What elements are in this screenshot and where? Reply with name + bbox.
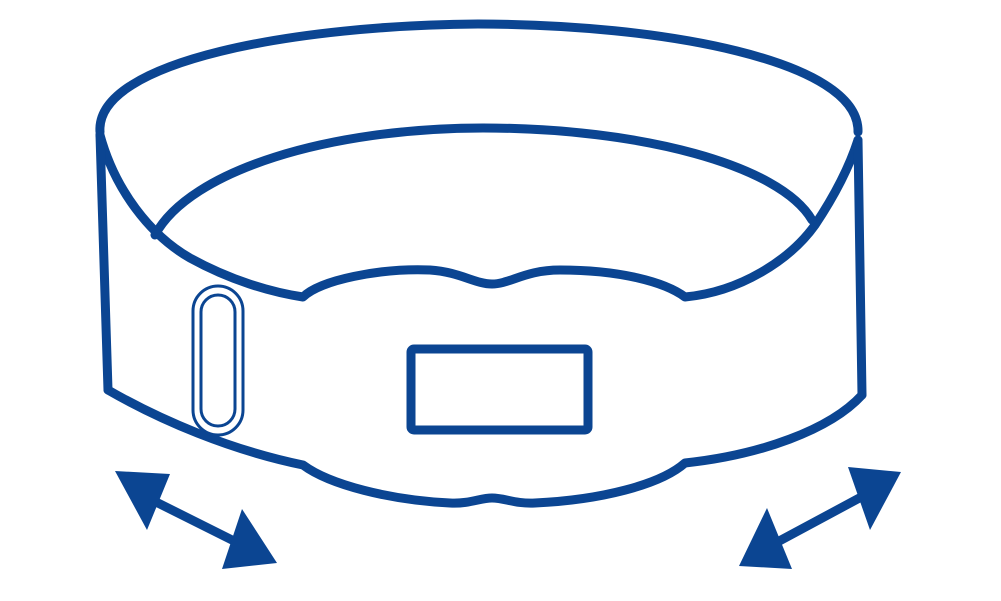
band-outer-rim	[95, 19, 863, 137]
band-left-side	[95, 130, 113, 395]
strap-slot	[191, 284, 245, 437]
band-front-top-edge	[95, 130, 863, 302]
band-inner-rim	[150, 123, 817, 240]
adjust-arrow-right-icon	[739, 467, 901, 569]
band-right-side	[853, 135, 867, 400]
band-bottom-edge	[103, 385, 867, 508]
band-outline	[95, 19, 867, 508]
adjust-arrow-left-icon	[115, 471, 277, 569]
display-window	[406, 344, 593, 435]
